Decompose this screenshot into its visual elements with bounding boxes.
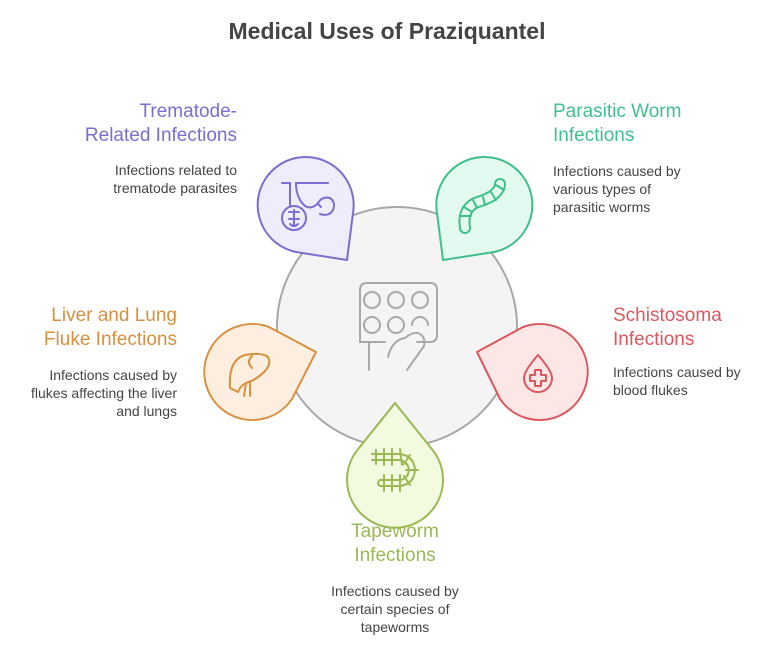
schistosoma-title: Schistosoma Infections xyxy=(613,304,773,352)
schistosoma-title-line1: Schistosoma xyxy=(613,305,722,326)
liver-lung-desc-line1: Infections caused by xyxy=(49,367,177,383)
tapeworm-node xyxy=(346,402,444,529)
liver-icon xyxy=(228,352,271,397)
parasitic-worm-desc-line1: Infections caused by xyxy=(553,163,681,179)
trematode-title: Trematode- Related Infections xyxy=(40,100,237,148)
parasitic-worm-desc-line3: parasitic worms xyxy=(553,199,651,215)
liver-lung-desc-line2: flukes affecting the liver xyxy=(30,385,177,401)
trematode-title-line1: Trematode- xyxy=(139,101,238,122)
schistosoma-desc-line2: blood flukes xyxy=(613,382,688,398)
pill-blister-hand-icon xyxy=(359,282,438,371)
schistosoma-node xyxy=(476,323,589,421)
liver-lung-title-line2: Fluke Infections xyxy=(43,329,177,350)
tapeworm-desc-line3: tapeworms xyxy=(360,619,430,635)
trematode-node xyxy=(256,156,355,261)
parasitic-worm-title-line1: Parasitic Worm xyxy=(553,101,682,122)
liver-lung-fluke-node xyxy=(203,323,317,421)
tapeworm-title-line2: Infections xyxy=(354,545,436,566)
trematode-description: Infections related to trematode parasite… xyxy=(40,161,237,197)
trematode-desc-line2: trematode parasites xyxy=(113,180,237,196)
diagram-title: Medical Uses of Praziquantel xyxy=(228,18,546,44)
parasitic-worm-title-line2: Infections xyxy=(553,125,635,146)
schistosoma-desc-line1: Infections caused by xyxy=(613,364,741,380)
liver-lung-fluke-title: Liver and Lung Fluke Infections xyxy=(10,304,177,352)
trematode-desc-line1: Infections related to xyxy=(114,162,237,178)
parasitic-worm-desc-line2: various types of xyxy=(553,181,652,197)
tapeworm-desc-line1: Infections caused by xyxy=(331,583,459,599)
liver-lung-desc-line3: and lungs xyxy=(116,403,177,419)
schistosoma-description: Infections caused by blood flukes xyxy=(613,363,773,399)
tapeworm-title: Tapeworm Infections xyxy=(295,520,495,568)
tapeworm-icon xyxy=(371,448,419,492)
tapeworm-title-line1: Tapeworm xyxy=(351,521,439,542)
liver-lung-title-line1: Liver and Lung xyxy=(51,305,177,326)
parasitic-worm-node xyxy=(435,156,534,261)
gallbladder-parasite-icon xyxy=(281,182,335,231)
blood-drop-cross-icon xyxy=(523,354,553,393)
trematode-title-line2: Related Infections xyxy=(84,125,237,146)
worm-icon xyxy=(458,178,506,234)
tapeworm-description: Infections caused by certain species of … xyxy=(295,582,495,636)
schistosoma-title-line2: Infections xyxy=(613,329,695,350)
tapeworm-desc-line2: certain species of xyxy=(340,601,450,617)
parasitic-worm-description: Infections caused by various types of pa… xyxy=(553,162,753,216)
liver-lung-fluke-description: Infections caused by flukes affecting th… xyxy=(0,366,177,420)
parasitic-worm-title: Parasitic Worm Infections xyxy=(553,100,753,148)
